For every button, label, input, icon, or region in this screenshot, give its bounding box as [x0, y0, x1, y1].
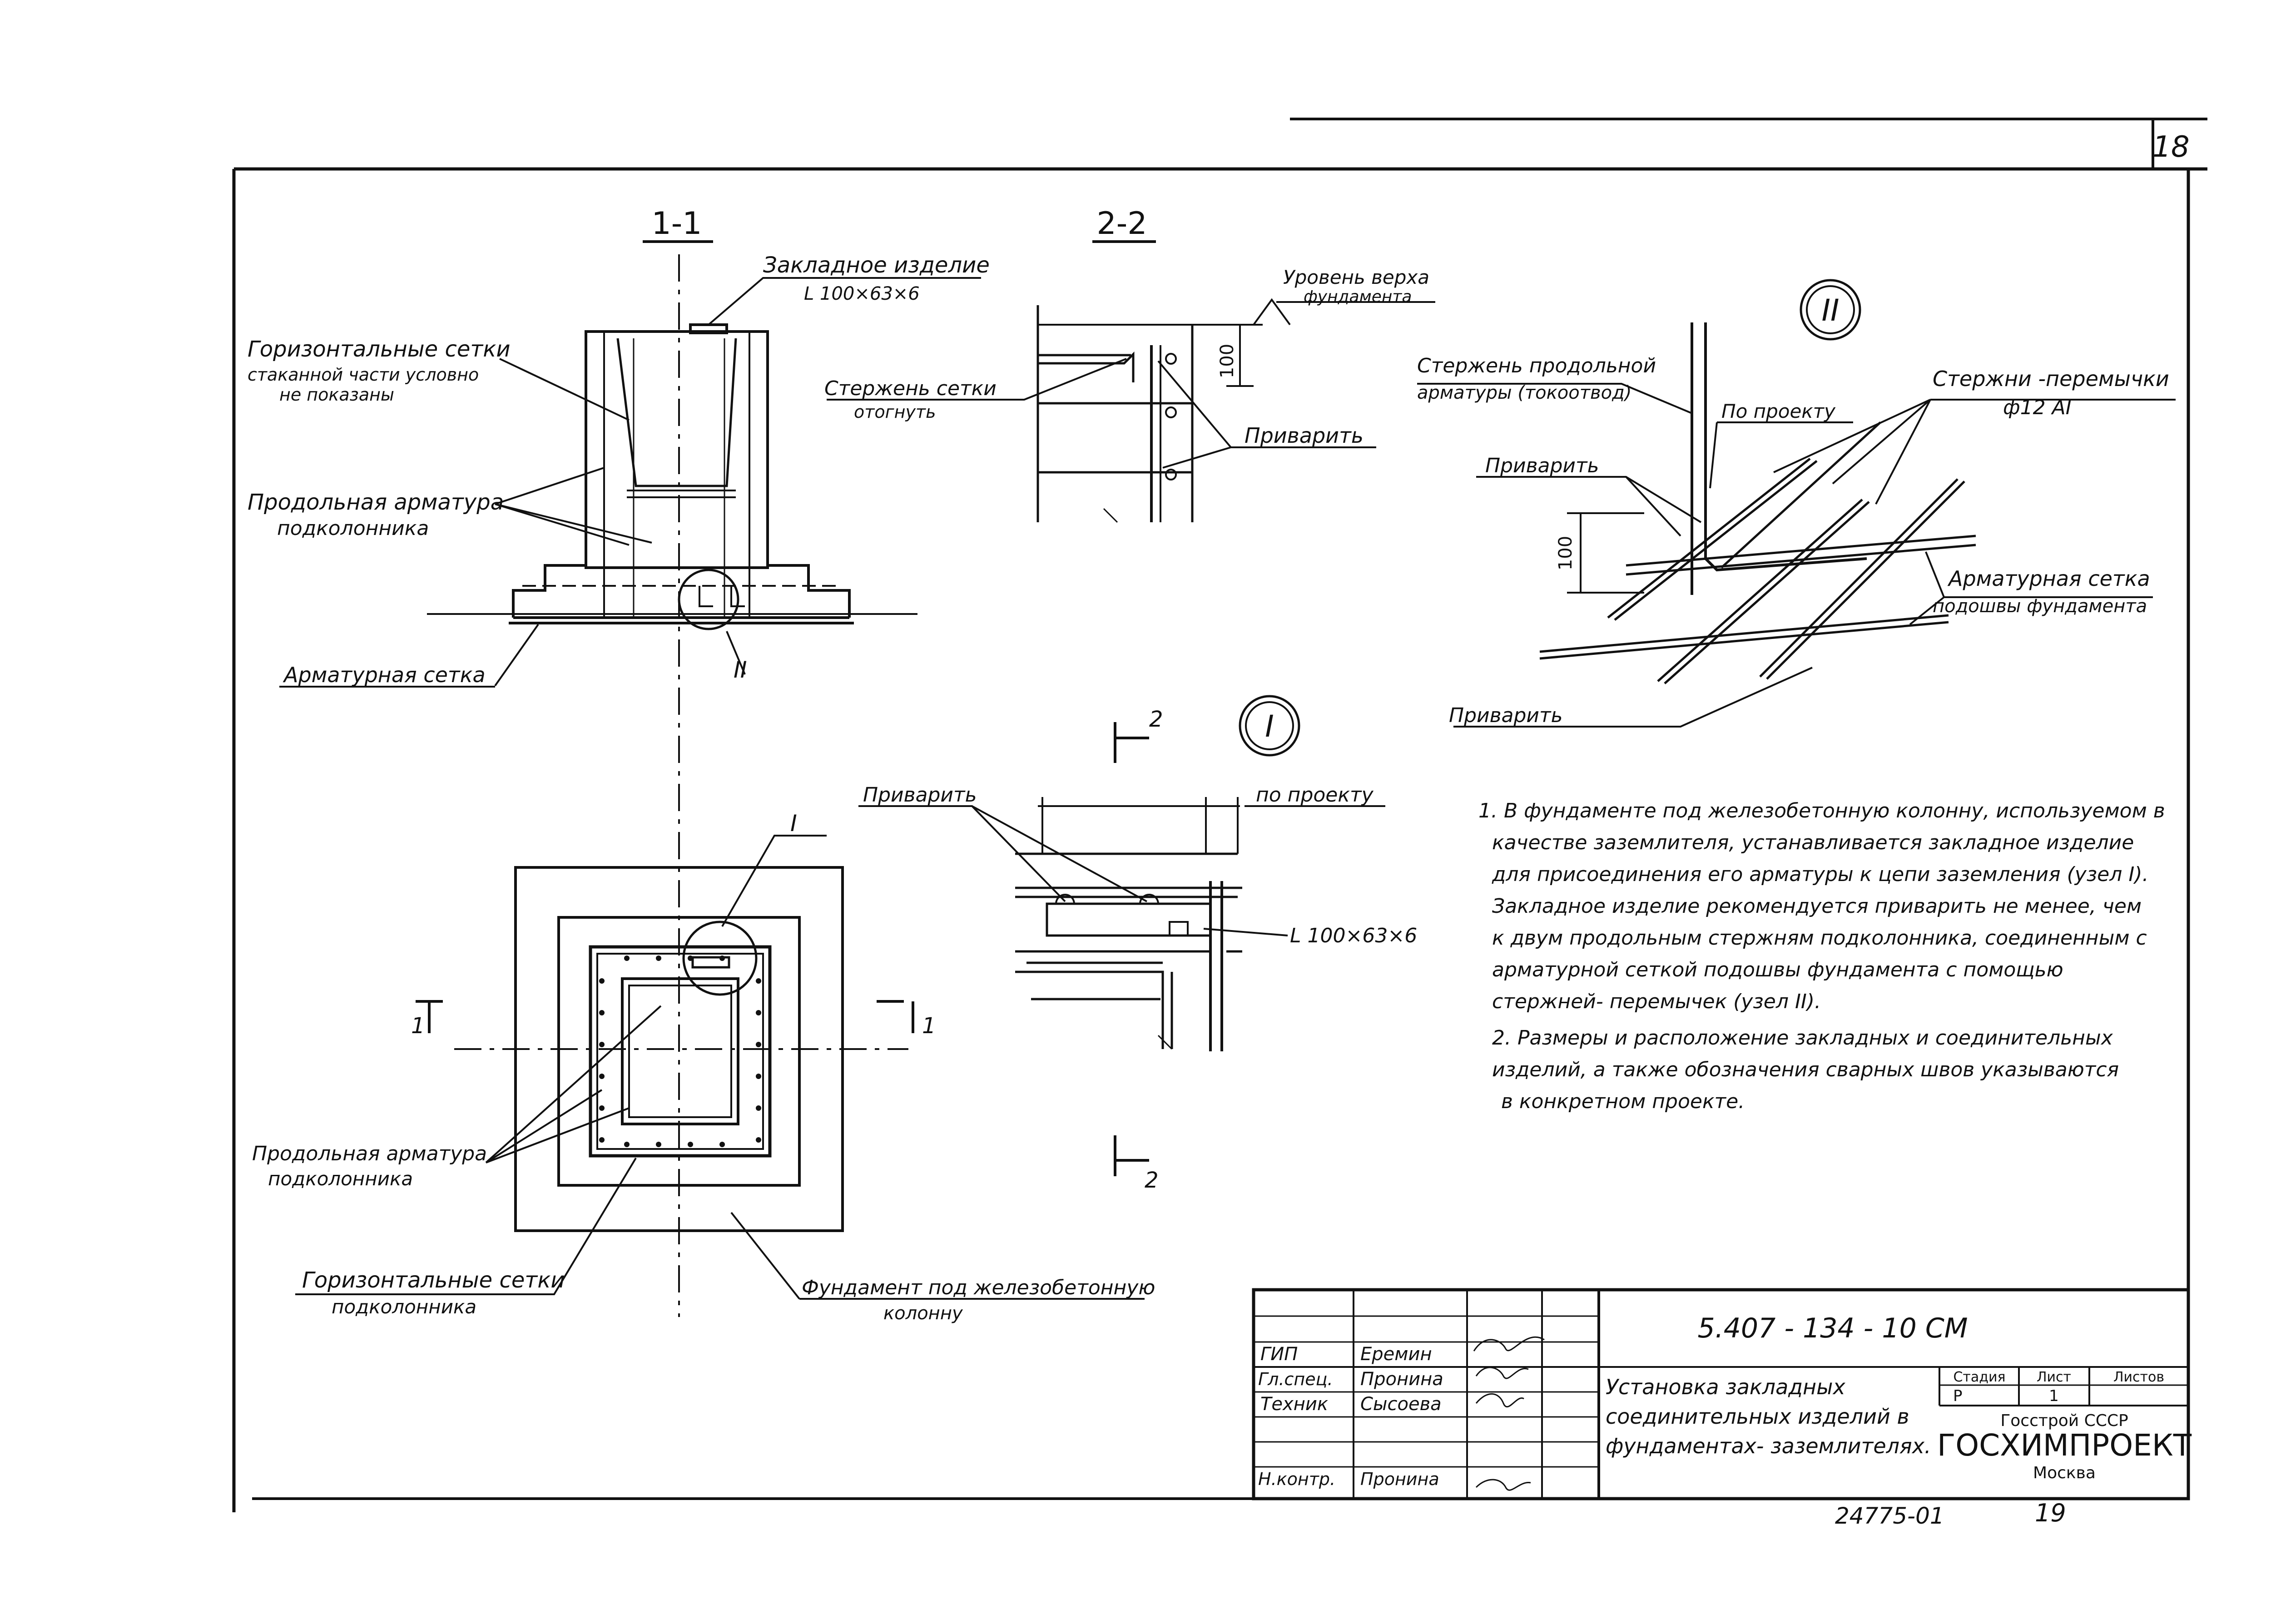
corner-sheet-number: 18: [2152, 130, 2189, 164]
notes-block: 1. В фундаменте под железобетонную колон…: [1478, 799, 2165, 1113]
node-2-mesh-label-2: подошвы фундамента: [1933, 596, 2147, 617]
longitudinal-rebar-label-2: подколонника: [277, 517, 429, 540]
plan-foundation-label: Фундамент под железобетонную: [802, 1276, 1155, 1299]
plan-longitudinal-label-2: подколонника: [268, 1168, 413, 1190]
section-2-2: 2-2 100: [827, 206, 1435, 523]
note-line: 1. В фундаменте под железобетонную колон…: [1478, 799, 2165, 822]
bent-rod-label-2: отогнуть: [854, 402, 936, 422]
role-gip: ГИП: [1260, 1344, 1298, 1365]
section-2-2-weld-label: Приварить: [1245, 423, 1364, 448]
drawing-title-line-1: Установка закладных: [1606, 1375, 1845, 1399]
embedded-angle-size: L 100×63×6: [804, 283, 920, 304]
node-1-detail: [858, 695, 1385, 1176]
bent-rod-label: Стержень сетки: [824, 377, 997, 400]
note-line: качестве заземлителя, устанавливается за…: [1492, 831, 2134, 854]
node-2-rod-label: Стержень продольной: [1417, 354, 1656, 377]
node-2-weld-bottom: Приварить: [1449, 704, 1563, 727]
name-gip: Еремин: [1360, 1344, 1432, 1365]
cut-1-left-number: 1: [411, 1013, 425, 1039]
bottom-page-number: 19: [2035, 1499, 2066, 1527]
level-top-label: Уровень верха: [1283, 266, 1429, 288]
node-1-label: I: [1265, 709, 1274, 744]
node-2-dim: 100: [1555, 536, 1576, 570]
embedded-item-label: Закладное изделие: [763, 253, 990, 278]
cut-2-top-number: 2: [1149, 707, 1163, 732]
node-2-reference: II: [734, 657, 747, 683]
drawing-title-line-3: фундаментах- заземлителях.: [1606, 1434, 1931, 1458]
level-top-label-2: фундамента: [1304, 287, 1412, 306]
note-line: 2. Размеры и расположение закладных и со…: [1492, 1026, 2113, 1050]
bottom-archive-code: 24775-01: [1835, 1503, 1944, 1529]
plan-horizontal-label-2: подколонника: [332, 1296, 476, 1318]
org-city: Москва: [2033, 1464, 2096, 1482]
cut-2-bottom-number: 2: [1145, 1168, 1159, 1193]
role-norm-control: Н.контр.: [1258, 1469, 1335, 1489]
name-chief-specialist: Пронина: [1360, 1369, 1443, 1390]
note-line: арматурной сеткой подошвы фундамента с п…: [1492, 958, 2063, 981]
org-ministry: Госстрой СССР: [2000, 1411, 2128, 1430]
node-1-by-project: по проекту: [1256, 783, 1374, 807]
plan-foundation-label-2: колонну: [883, 1303, 963, 1324]
node-2-label: II: [1822, 293, 1840, 328]
note-line: для присоединения его арматуры к цепи за…: [1492, 863, 2149, 886]
col-sheets-header: Листов: [2113, 1369, 2164, 1385]
section-2-2-title: 2-2: [1096, 206, 1147, 242]
org-institute: ГОСХИМПРОЕКТ: [1937, 1428, 2192, 1463]
section-2-2-dim: 100: [1217, 344, 1238, 378]
doc-code: 5.407 - 134 - 10 СМ: [1698, 1312, 1968, 1344]
node-2-jumpers-size: ф12 АI: [2003, 396, 2072, 419]
horizontal-meshes-label: Горизонтальные сетки: [248, 337, 511, 362]
longitudinal-rebar-label: Продольная арматура: [248, 490, 504, 515]
sheet-number-value: 1: [2049, 1387, 2059, 1405]
col-stage-header: Стадия: [1953, 1369, 2005, 1385]
section-1-1-title: 1-1: [651, 206, 702, 242]
note-line: стержней- перемычек (узел II).: [1492, 990, 1821, 1013]
note-line: к двум продольным стержням подколонника,…: [1492, 926, 2147, 950]
title-block: [1252, 1288, 2190, 1500]
name-technician: Сысоева: [1360, 1394, 1442, 1415]
stage-value: Р: [1953, 1387, 1963, 1405]
section-1-1: 1-1: [427, 206, 981, 1317]
node-2-detail: 100: [1417, 279, 2176, 728]
note-line: в конкретном проекте.: [1501, 1090, 1745, 1113]
node-2-weld-top: Приварить: [1485, 454, 1599, 477]
col-sheet-header: Лист: [2037, 1369, 2071, 1385]
plan-longitudinal-label: Продольная арматура: [252, 1142, 487, 1165]
horizontal-meshes-note-2: не показаны: [279, 385, 394, 405]
node-2-by-project: По проекту: [1721, 400, 1836, 422]
role-chief-specialist: Гл.спец.: [1258, 1369, 1333, 1389]
plan-horizontal-label: Горизонтальные сетки: [302, 1268, 565, 1293]
plan-view: [295, 835, 1145, 1300]
note-line: Закладное изделие рекомендуется приварит…: [1492, 895, 2142, 918]
horizontal-meshes-note-1: стаканной части условно: [248, 365, 479, 385]
cut-1-right-number: 1: [922, 1013, 936, 1039]
drawing-title-line-2: соединительных изделий в: [1606, 1404, 1909, 1429]
node-1-angle-size: L 100×63×6: [1290, 924, 1417, 947]
node-2-jumpers-label: Стержни -перемычки: [1933, 366, 2169, 391]
node-1-weld-label: Приварить: [863, 783, 977, 807]
node-2-rod-label-2: арматуры (токоотвод): [1417, 382, 1631, 403]
rebar-mesh-label: Арматурная сетка: [283, 663, 486, 687]
name-norm-control: Пронина: [1360, 1469, 1439, 1489]
node-2-mesh-label: Арматурная сетка: [1947, 566, 2150, 591]
note-line: изделий, а также обозначения сварных шво…: [1492, 1058, 2119, 1081]
role-technician: Техник: [1260, 1394, 1328, 1415]
plan-node-1-reference: I: [790, 810, 797, 837]
